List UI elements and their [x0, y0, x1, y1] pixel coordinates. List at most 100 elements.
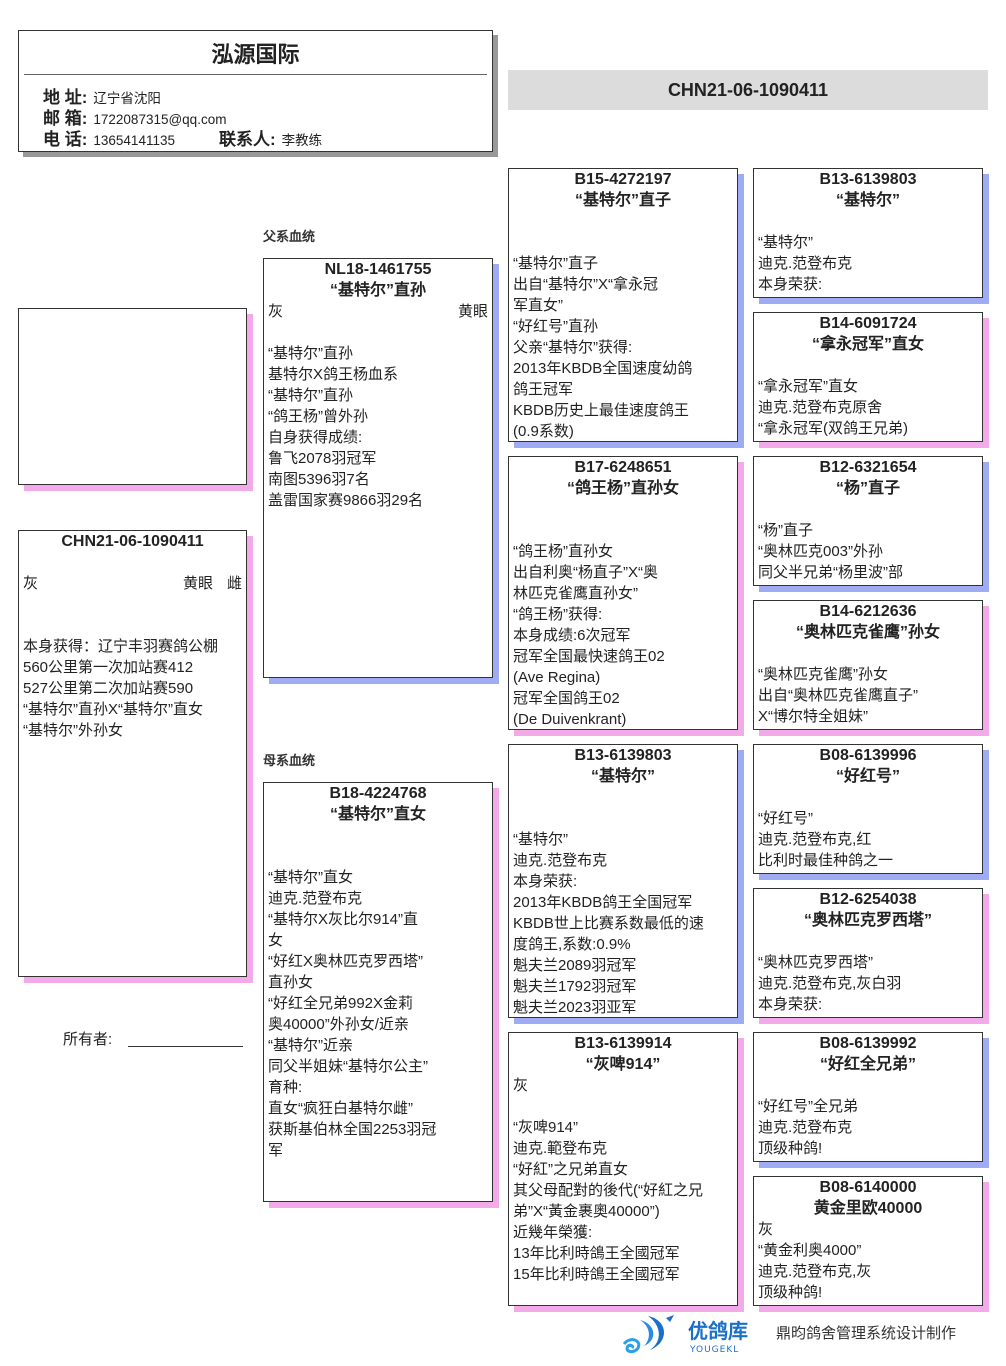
- description-line: 迪克.范登布克,灰: [758, 1263, 872, 1280]
- spacer: [283, 301, 458, 322]
- ring-number: B13-6139803: [819, 171, 917, 188]
- description-line: “鸽王杨”获得:: [513, 606, 603, 623]
- description-line: “好红号”: [758, 810, 813, 827]
- spacer: [509, 520, 737, 541]
- attributes-row: 灰黄眼雌: [19, 573, 246, 594]
- attributes-row: 灰 黄眼: [264, 301, 492, 322]
- description-line: (De Duivenkrant): [513, 711, 627, 728]
- grandparent-card: B13-6139914“灰啤914”灰“灰啤914”迪克.範登布克“好紅”之兄弟…: [508, 1032, 738, 1306]
- spacer: [758, 211, 978, 232]
- grandparent-card: B17-6248651“鸽王杨”直孙女“鸽王杨”直孙女出自利奥“杨直子”X“奥林…: [508, 456, 738, 730]
- spacer: [528, 1075, 733, 1096]
- description-line: (Ave Regina): [513, 669, 601, 686]
- description-line: “奥林匹克雀鹰”孙女: [758, 666, 888, 683]
- divider: [24, 74, 487, 75]
- pigeon-name: “奥林匹克罗西塔”: [803, 912, 932, 929]
- description-line: X“博尔特全姐妹”: [758, 708, 868, 725]
- spacer: [758, 355, 978, 376]
- spacer: [19, 594, 246, 615]
- attributes-row: [754, 931, 982, 952]
- description-line: 出自“奥林匹克雀鹰直子”: [758, 687, 918, 704]
- attributes-row: 灰: [509, 1075, 737, 1096]
- ring-number-banner: CHN21-06-1090411: [508, 70, 988, 110]
- dam-card: B18-4224768“基特尔”直女“基特尔”直女迪克.范登布克“基特尔X灰比尔…: [263, 782, 493, 1202]
- description-line: 迪克.范登布克: [758, 255, 853, 272]
- description-line: “基特尔”直孙: [268, 387, 353, 404]
- description-line: “鸽王杨”直孙女: [513, 543, 613, 560]
- eye-value: 黄眼: [182, 575, 213, 592]
- description-line: “基特尔”外孙女: [23, 722, 123, 739]
- description-line: 顶级种鸽!: [758, 1284, 823, 1301]
- great-grandparent-card: B08-6139996“好红号”“好红号”迪克.范登布克,红比利时最佳种鸽之一: [753, 744, 983, 874]
- loft-info-card: 泓源国际 地 址: 辽宁省沈阳 邮 箱:1722087315@qq.com 电 话…: [18, 30, 493, 152]
- description-line: 迪克.范登布克,红: [758, 831, 872, 848]
- description-line: 2013年KBDB鸽王全国冠军: [513, 894, 693, 911]
- description-line: 林匹克雀鹰直孙女”: [513, 585, 638, 602]
- description-line: 本身荣获:: [758, 996, 823, 1013]
- description-line: 军直女”: [513, 297, 563, 314]
- sex-value: 雌: [226, 575, 242, 592]
- description-line: “好红号”全兄弟: [758, 1098, 858, 1115]
- description-line: 15年比利時鴿王全國冠军: [513, 1266, 680, 1283]
- spacer: [773, 1219, 978, 1240]
- ring-number: B12-6321654: [819, 459, 917, 476]
- description-line: “基特尔”: [758, 234, 813, 251]
- pigeon-photo-frame: [18, 308, 247, 485]
- pigeon-name: “杨”直子: [835, 480, 900, 497]
- attributes-row: [509, 211, 737, 232]
- description-line: “奥林匹克罗西塔”: [758, 954, 873, 971]
- description-line: “好紅”之兄弟直女: [513, 1161, 628, 1178]
- description-line: 本身成绩:6次冠军: [513, 627, 631, 644]
- ring-number: B13-6139914: [574, 1035, 672, 1052]
- footer-credit: 鼎昀鸽舍管理系统设计制作: [776, 1325, 957, 1342]
- description-line: 军: [268, 1142, 284, 1159]
- pigeon-name: “好红全兄弟”: [819, 1056, 916, 1073]
- attributes-row: [264, 825, 492, 846]
- svg-text:YOUGEKL: YOUGEKL: [689, 1345, 739, 1355]
- great-grandparent-card: B12-6254038“奥林匹克罗西塔”“奥林匹克罗西塔”迪克.范登布克,灰白羽…: [753, 888, 983, 1018]
- description-line: 其父母配對的後代(“好紅之兄: [513, 1182, 703, 1199]
- description-line: 本身荣获:: [513, 873, 578, 890]
- color-value: 灰: [268, 303, 284, 320]
- address-value: 辽宁省沈阳: [93, 91, 161, 106]
- spacer: [509, 808, 737, 829]
- description-line: 基特尔X鸽王杨血系: [268, 366, 399, 383]
- email-row: 邮 箱:1722087315@qq.com: [43, 104, 226, 129]
- description-line: “鸽王杨”曾外孙: [268, 408, 368, 425]
- ring-number: B08-6140000: [819, 1179, 917, 1196]
- email-label: 邮 箱:: [43, 109, 88, 128]
- spacer: [513, 499, 733, 520]
- pigeon-name: “基特尔”直子: [574, 192, 671, 209]
- description-line: (0.9系数): [513, 423, 574, 440]
- spacer: [509, 1096, 737, 1117]
- ring-number: B15-4272197: [574, 171, 672, 188]
- ring-number: NL18-1461755: [324, 261, 432, 278]
- spacer: [264, 322, 492, 343]
- pigeon-name: “好红号”: [835, 768, 900, 785]
- description-line: 南图5396羽7名: [268, 471, 370, 488]
- address-label: 地 址:: [43, 88, 88, 107]
- description-line: 获斯基伯林全国2253羽冠: [268, 1121, 437, 1138]
- pigeon-name: “基特尔”直孙: [329, 282, 426, 299]
- description-line: 直孙女: [268, 974, 314, 991]
- description-line: 同父半姐妹“基特尔公主”: [268, 1058, 428, 1075]
- description-line: 2013年KBDB全国速度幼鸽: [513, 360, 693, 377]
- spacer: [19, 552, 246, 573]
- contact-label: 联系人:: [218, 130, 276, 149]
- eye-value: 黄眼: [457, 303, 488, 320]
- svg-text:优鸽库: 优鸽库: [688, 1319, 748, 1343]
- description-line: “拿永冠军(双鸽王兄弟): [758, 420, 908, 437]
- description-line: 鸽王冠军: [513, 381, 574, 398]
- loft-name: 泓源国际: [211, 42, 300, 67]
- description-line: 父亲“基特尔”获得:: [513, 339, 633, 356]
- ring-number: B14-6212636: [819, 603, 917, 620]
- great-grandparent-card: B14-6091724“拿永冠军”直女“拿永冠军”直女迪克.范登布克原舍“拿永冠…: [753, 312, 983, 442]
- attributes-row: [754, 787, 982, 808]
- description-line: 冠军全国最快速鸽王02: [513, 648, 665, 665]
- description-line: 迪克.范登布克原舍: [758, 399, 883, 416]
- description-line: 迪克.范登布克: [758, 1119, 853, 1136]
- description-line: 女: [268, 932, 284, 949]
- spacer: [509, 232, 737, 253]
